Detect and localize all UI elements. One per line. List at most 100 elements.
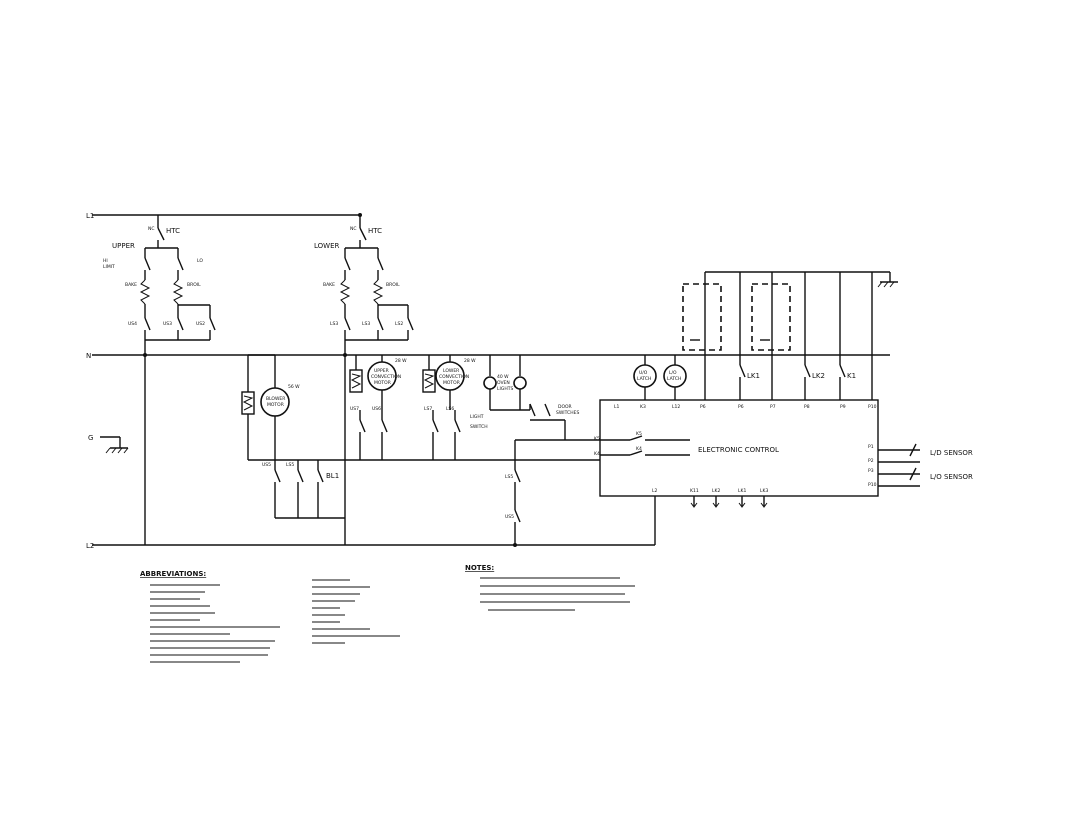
svg-text:MOTOR: MOTOR: [267, 402, 284, 408]
svg-text:P10: P10: [868, 482, 877, 488]
notes-block: NOTES:: [465, 564, 635, 611]
svg-text:LIGHTS: LIGHTS: [497, 386, 513, 392]
label-bl1: BL1: [326, 472, 339, 480]
svg-text:US6: US6: [372, 406, 381, 412]
label-g: G: [88, 434, 93, 442]
svg-text:OVEN: OVEN: [497, 380, 510, 386]
latch-motors: U/O LATCH L/O LATCH: [633, 355, 687, 400]
blower-motor-icon: [260, 387, 290, 417]
svg-text:UPPER: UPPER: [374, 368, 389, 374]
svg-text:BAKE: BAKE: [125, 282, 137, 288]
svg-text:LOWER: LOWER: [443, 368, 459, 374]
label-door-switches: DOOR: [558, 404, 572, 410]
abbreviations-title: ABBREVIATIONS:: [140, 570, 206, 578]
label-l1: L1: [86, 212, 94, 220]
svg-text:P2: P2: [868, 458, 874, 464]
supply-line-n: N: [86, 352, 890, 360]
label-sensor-1: L/D SENSOR: [930, 449, 973, 457]
oven-light-icon: [483, 376, 497, 390]
label-htc-lower: HTC: [368, 227, 382, 235]
svg-text:LATCH: LATCH: [637, 376, 651, 382]
label-lk2: LK2: [812, 372, 825, 380]
svg-text:US4: US4: [128, 321, 137, 327]
svg-text:P9: P9: [840, 404, 846, 410]
svg-text:L1: L1: [614, 404, 620, 410]
svg-text:BROIL: BROIL: [187, 282, 201, 288]
label-n: N: [86, 352, 91, 360]
svg-text:CONVECTION: CONVECTION: [371, 374, 401, 380]
svg-text:K4: K4: [636, 446, 642, 452]
svg-text:P6: P6: [700, 404, 706, 410]
svg-text:HI: HI: [103, 258, 108, 264]
svg-text:US7: US7: [350, 406, 359, 412]
svg-text:28 W: 28 W: [464, 358, 476, 364]
abbreviations-block: ABBREVIATIONS:: [140, 570, 400, 663]
svg-text:LK3: LK3: [760, 488, 768, 494]
left-rail: [143, 213, 362, 545]
svg-text:K4: K4: [594, 451, 600, 457]
svg-text:LS5: LS5: [286, 462, 294, 468]
electronic-control: ELECTRONIC CONTROL L1 K3 L12 P6 P6 P7 P8…: [594, 399, 879, 545]
svg-text:P6: P6: [738, 404, 744, 410]
label-k1: K1: [847, 372, 856, 380]
svg-text:P10: P10: [868, 404, 877, 410]
svg-text:P7: P7: [770, 404, 776, 410]
label-electronic-control: ELECTRONIC CONTROL: [698, 446, 779, 454]
svg-text:SWITCHES: SWITCHES: [556, 410, 579, 416]
svg-text:BROIL: BROIL: [386, 282, 400, 288]
svg-text:US2: US2: [196, 321, 205, 327]
svg-text:CONVECTION: CONVECTION: [439, 374, 469, 380]
svg-text:K11: K11: [690, 488, 699, 494]
svg-text:K5: K5: [636, 431, 642, 437]
svg-text:NC: NC: [148, 226, 155, 232]
svg-text:US5: US5: [505, 514, 514, 520]
svg-text:K5: K5: [594, 436, 600, 442]
svg-text:US3: US3: [163, 321, 172, 327]
svg-text:U/O: U/O: [639, 370, 648, 376]
svg-text:LS6: LS6: [446, 406, 454, 412]
oven-lights-circuit: 40 W OVEN LIGHTS LIGHT SWITCH DOOR SWITC…: [470, 355, 600, 441]
svg-text:LS5: LS5: [505, 474, 513, 480]
svg-text:28 W: 28 W: [395, 358, 407, 364]
svg-text:L/O: L/O: [669, 370, 677, 376]
svg-text:LK2: LK2: [712, 488, 720, 494]
svg-text:LS3: LS3: [330, 321, 338, 327]
label-htc-upper: HTC: [166, 227, 180, 235]
label-light-switch: LIGHT: [470, 414, 484, 420]
label-upper: UPPER: [112, 242, 135, 250]
label-blower: BLOWER: [266, 396, 285, 402]
lower-oven-branch: NC HTC LOWER BAKE LS3 BROIL LS3 LS2: [314, 215, 414, 355]
svg-text:LK1: LK1: [738, 488, 746, 494]
svg-text:L12: L12: [672, 404, 680, 410]
label-l2: L2: [86, 542, 94, 550]
svg-text:LIMIT: LIMIT: [103, 264, 115, 270]
svg-text:K3: K3: [640, 404, 646, 410]
label-sensor-2: L/O SENSOR: [930, 473, 973, 481]
svg-text:LS7: LS7: [424, 406, 432, 412]
lower-convection-circuit: LOWER CONVECTION MOTOR 28 W LS7 LS6: [422, 355, 476, 460]
svg-text:P8: P8: [804, 404, 810, 410]
lower-feed: LS5 US5: [345, 440, 600, 547]
supply-line-l1: L1: [86, 212, 360, 220]
svg-text:NC: NC: [350, 226, 357, 232]
svg-text:BAKE: BAKE: [323, 282, 335, 288]
svg-text:56 W: 56 W: [288, 384, 300, 390]
svg-text:LO: LO: [197, 258, 203, 264]
svg-text:SWITCH: SWITCH: [470, 424, 488, 430]
ground-line-g: G: [88, 434, 129, 454]
svg-text:US5: US5: [262, 462, 271, 468]
oven-light-icon-2: [513, 376, 527, 390]
notes-title: NOTES:: [465, 564, 494, 572]
svg-text:LATCH: LATCH: [667, 376, 681, 382]
label-lower: LOWER: [314, 242, 340, 250]
control-top-bus: LK1 LK2 K1: [682, 271, 898, 400]
svg-text:LS3: LS3: [362, 321, 370, 327]
upper-convection-circuit: UPPER CONVECTION MOTOR 28 W US7 US6: [349, 355, 407, 460]
upper-latch-motor-icon: [633, 364, 657, 388]
svg-text:MOTOR: MOTOR: [374, 380, 391, 386]
svg-text:LS2: LS2: [395, 321, 403, 327]
svg-text:MOTOR: MOTOR: [443, 380, 460, 386]
svg-text:P3: P3: [868, 468, 874, 474]
svg-text:L2: L2: [652, 488, 658, 494]
